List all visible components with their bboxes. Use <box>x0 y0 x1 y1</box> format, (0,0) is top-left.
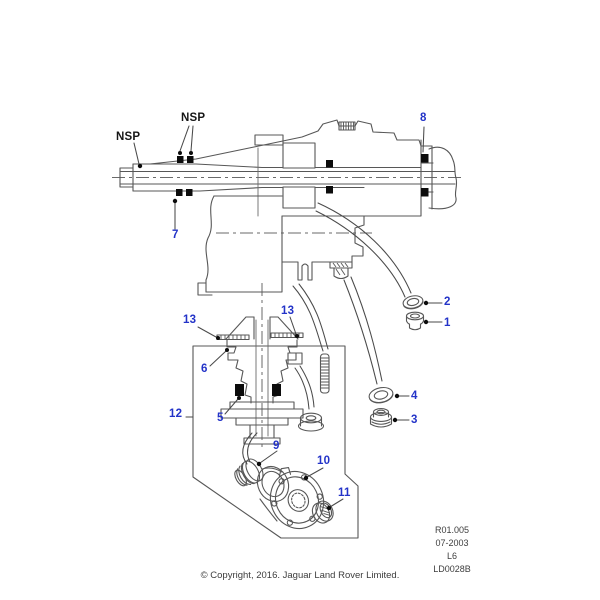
ref-drawing: LD0028B <box>433 564 471 574</box>
callout-1: 1 <box>444 317 451 329</box>
bell-housing <box>197 195 283 296</box>
pinion-carrier-assembly <box>216 316 304 445</box>
grommet-seal <box>297 412 325 432</box>
bush-9 <box>234 458 264 487</box>
leader-curves <box>242 202 412 465</box>
callout-8: 8 <box>420 112 427 124</box>
plug-1 <box>405 311 425 331</box>
main-shaft <box>119 162 456 193</box>
stud-bolt <box>319 353 330 394</box>
callout-12: 12 <box>169 408 183 420</box>
callout-4: 4 <box>411 390 418 402</box>
copyright-line: © Copyright, 2016. Jaguar Land Rover Lim… <box>200 570 400 581</box>
reference-block: R01.005 07-2003 L6 LD0028B <box>418 524 486 576</box>
callout-6: 6 <box>201 363 208 375</box>
callout-11: 11 <box>338 487 351 499</box>
washer-4 <box>368 386 394 404</box>
ref-date: 07-2003 <box>435 538 469 548</box>
flange-10 <box>256 465 325 530</box>
shim-right <box>270 332 304 339</box>
washer-2 <box>402 295 424 310</box>
parts-box-12 <box>192 345 359 539</box>
ref-code: R01.005 <box>434 525 470 535</box>
callout-nsp-left: NSP <box>116 131 141 143</box>
callout-13-right: 13 <box>281 305 295 317</box>
callout-5: 5 <box>217 412 224 424</box>
callout-13-left: 13 <box>183 314 197 326</box>
drain-plug <box>329 261 353 280</box>
callout-3: 3 <box>411 414 418 426</box>
ref-model: L6 <box>446 551 457 561</box>
shim-left <box>216 334 250 341</box>
callout-nsp-top: NSP <box>181 112 206 124</box>
callout-10: 10 <box>317 455 331 467</box>
callout-2: 2 <box>444 296 451 308</box>
centerlines <box>112 177 465 450</box>
callout-7: 7 <box>172 229 179 241</box>
cap-11 <box>311 500 334 524</box>
leader-dots <box>137 151 429 511</box>
leader-lines <box>133 125 443 508</box>
seal-squares <box>176 154 429 197</box>
callout-9: 9 <box>273 440 280 452</box>
breather-icon <box>338 121 356 131</box>
plug-3 <box>369 408 393 428</box>
gearbox-housing <box>149 119 458 281</box>
